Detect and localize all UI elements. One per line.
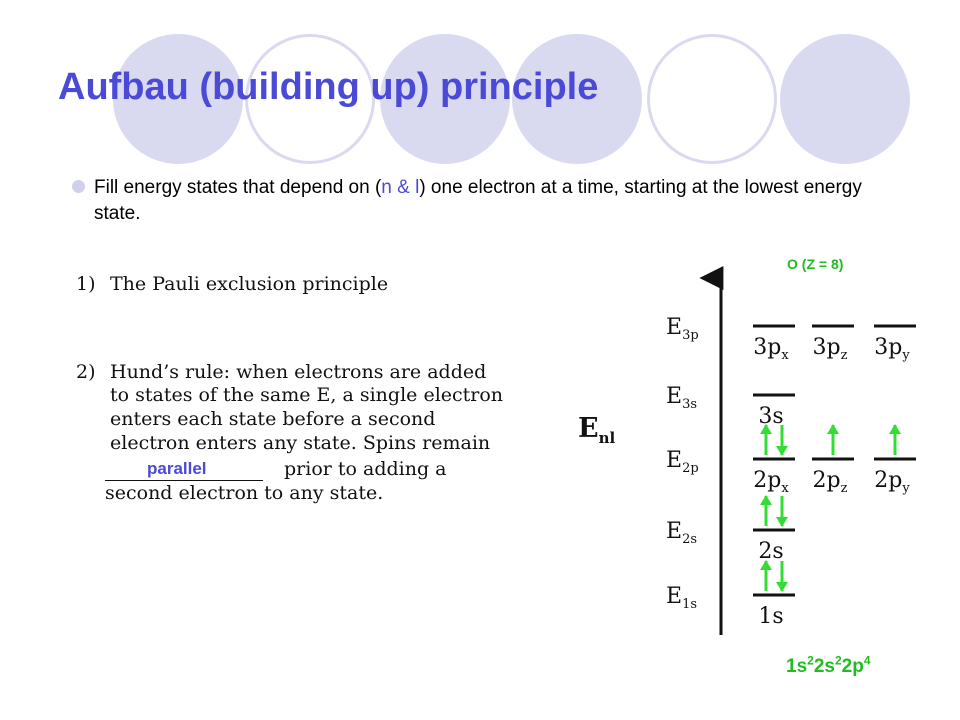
orbital-label-2s-0: 2s bbox=[758, 539, 783, 564]
config-term-1: 2s bbox=[813, 656, 835, 677]
config-term-0: 1s bbox=[786, 656, 808, 677]
rule2-line-5: prior to adding a bbox=[284, 458, 447, 480]
decor-ring-2 bbox=[647, 34, 777, 164]
electron-arrow-2s-0-0-head bbox=[760, 495, 772, 505]
decor-ring-1 bbox=[245, 34, 375, 164]
answer-blank-line bbox=[105, 480, 263, 481]
config-count-1: 2 bbox=[834, 653, 842, 668]
orbital-label-3p-1: 3pz bbox=[813, 335, 848, 363]
energy-label-2s: E2s bbox=[666, 519, 697, 547]
orbital-label-3p-0: 3px bbox=[753, 335, 789, 363]
orbital-label-1s-0: 1s bbox=[758, 604, 783, 629]
electron-arrow-1s-0-0-head bbox=[760, 560, 772, 570]
orbital-label-2p-1: 2pz bbox=[813, 468, 848, 496]
energy-label-1s: E1s bbox=[666, 584, 697, 612]
rule2-line-2: to states of the same E, a single electr… bbox=[110, 384, 504, 406]
electron-arrow-2s-0-1 bbox=[776, 496, 788, 527]
energy-label-2p: E2p bbox=[666, 448, 699, 476]
axis-label: Enl bbox=[578, 413, 615, 447]
blank-answer: parallel bbox=[147, 459, 207, 478]
rule2-line-4: electron enters any state. Spins remain bbox=[110, 432, 491, 454]
rule1-text: The Pauli exclusion principle bbox=[110, 273, 389, 295]
electron-arrow-2p-1-0-head bbox=[827, 424, 839, 434]
rule2-number: 2) bbox=[76, 361, 96, 383]
config-count-0: 2 bbox=[807, 653, 814, 668]
decor-circle-4 bbox=[780, 34, 910, 164]
electron-arrow-2p-0-0 bbox=[760, 424, 772, 455]
electron-arrow-2p-2-0-head bbox=[889, 424, 901, 434]
electron-arrow-2s-0-0 bbox=[760, 495, 772, 526]
orbital-label-2p-2: 2py bbox=[874, 468, 910, 496]
orbital-label-3s-0: 3s bbox=[758, 404, 783, 429]
bullet-text-post: ) one electron at a time, starting at th… bbox=[94, 177, 862, 224]
electron-arrow-2s-0-1-head bbox=[776, 517, 788, 527]
atom-label: O (Z = 8) bbox=[787, 256, 844, 272]
slide-title: Aufbau (building up) principle bbox=[58, 66, 599, 108]
config-count-2: 4 bbox=[863, 653, 871, 668]
config-term-2: 2p bbox=[841, 656, 864, 677]
bullet-text: Fill energy states that depend on (n & l… bbox=[94, 175, 894, 227]
orbital-label-2p-0: 2px bbox=[753, 468, 789, 496]
electron-arrow-1s-0-1 bbox=[776, 561, 788, 592]
electron-arrow-1s-0-0 bbox=[760, 560, 772, 591]
bullet-marker bbox=[72, 180, 85, 193]
decor-circle-3 bbox=[512, 34, 642, 164]
rule1-number: 1) bbox=[76, 273, 96, 295]
electron-arrow-1s-0-1-head bbox=[776, 582, 788, 592]
electron-arrow-2p-2-0 bbox=[889, 424, 901, 455]
orbital-label-3p-2: 3py bbox=[874, 335, 910, 363]
electron-arrow-2p-0-0-head bbox=[760, 424, 772, 434]
energy-label-3p: E3p bbox=[666, 315, 699, 343]
bullet-text-highlight: n & l bbox=[381, 177, 420, 198]
electron-arrow-2p-1-0 bbox=[827, 424, 839, 455]
bullet-text-pre: Fill energy states that depend on ( bbox=[94, 177, 382, 198]
decor-circle-2 bbox=[380, 34, 510, 164]
decor-circle-1 bbox=[113, 34, 243, 164]
rule2-line-3: enters each state before a second bbox=[110, 408, 436, 430]
electron-arrow-2p-0-1-head bbox=[776, 446, 788, 456]
electron-configuration: 1s22s22p4 bbox=[786, 653, 871, 678]
energy-label-3s: E3s bbox=[666, 384, 697, 412]
rule2-line-1: Hund’s rule: when electrons are added bbox=[110, 361, 487, 383]
rule2-line-6: second electron to any state. bbox=[105, 482, 384, 504]
electron-arrow-2p-0-1 bbox=[776, 425, 788, 456]
